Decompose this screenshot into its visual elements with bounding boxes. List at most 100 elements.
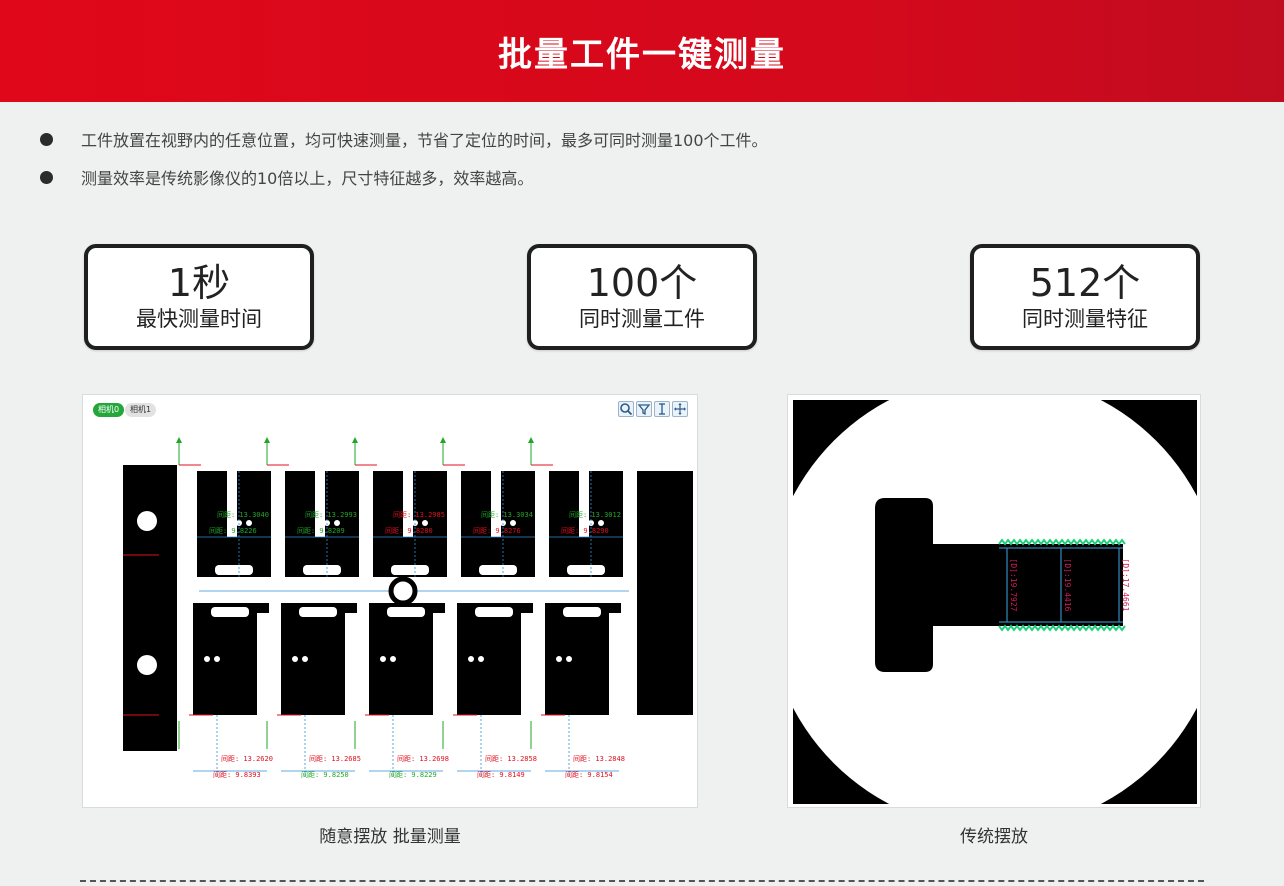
reference-ring [388, 576, 418, 606]
workpiece-hole [468, 656, 474, 662]
traditional-measure-view: [D]:19.7927 [D]:19.4416 [D]:17.4661 [787, 394, 1201, 808]
page-title: 批量工件一键测量 [498, 34, 786, 75]
stat-label: 同时测量工件 [579, 307, 705, 331]
workpiece-hole [246, 520, 252, 526]
workpiece-notch [475, 607, 513, 617]
distance-label: 间距: 9.8290 [561, 527, 609, 535]
bullet-icon [40, 170, 53, 184]
stat-card-parts-count: 100个 同时测量工件 [527, 244, 757, 350]
thread-edge-bottom [998, 624, 1126, 632]
stat-value: 1秒 [167, 261, 231, 305]
workpiece-hole [334, 520, 340, 526]
axis-arrow-head [176, 437, 182, 443]
workpiece-rail [123, 465, 177, 751]
camera-tab-1[interactable]: 相机1 [125, 403, 157, 417]
workpiece-notch [479, 565, 517, 575]
feature-list: 工件放置在视野内的任意位置，均可快速测量，节省了定位的时间，最多可同时测量100… [40, 126, 768, 202]
axis-arrow-head [352, 437, 358, 443]
rail-hole [137, 511, 157, 531]
distance-label: 间距: 13.2985 [393, 511, 445, 519]
zoom-icon[interactable] [618, 401, 634, 417]
distance-label: 间距: 13.3040 [217, 511, 269, 519]
distance-label: 间距: 13.3034 [481, 511, 533, 519]
feature-text: 工件放置在视野内的任意位置，均可快速测量，节省了定位的时间，最多可同时测量100… [81, 131, 768, 150]
workpiece-slot [403, 471, 413, 537]
feature-item: 测量效率是传统影像仪的10倍以上，尺寸特征越多，效率越高。 [40, 164, 768, 190]
workpiece-slot [345, 613, 357, 715]
stat-label: 同时测量特征 [1022, 307, 1148, 331]
dimension-lines [999, 547, 1123, 623]
workpiece-notch [387, 607, 425, 617]
screw-head [875, 498, 997, 672]
workpiece-slot [433, 613, 445, 715]
workpiece-partial [637, 471, 693, 715]
distance-label: 间距: 9.8154 [565, 771, 613, 779]
stat-value: 100个 [586, 261, 698, 305]
distance-label: 间距: 9.8276 [473, 527, 521, 535]
feature-text: 测量效率是传统影像仪的10倍以上，尺寸特征越多，效率越高。 [81, 169, 534, 188]
workpiece-slot [315, 471, 325, 537]
distance-label: 间距: 13.2858 [485, 755, 537, 763]
stat-card-feature-count: 512个 同时测量特征 [970, 244, 1200, 350]
camera-tab-0[interactable]: 相机0 [93, 403, 125, 417]
distance-label: 间距: 9.8393 [213, 771, 261, 779]
measurement-labels: 间距: 13.3040 间距: 9.8226 间距: 13.2620 间距: 9.83… [209, 511, 625, 779]
workpiece-slot [491, 471, 501, 537]
workpiece-hole [204, 656, 210, 662]
batch-view-caption: 随意摆放 批量测量 [319, 827, 461, 847]
stat-value: 512个 [1029, 261, 1141, 305]
workpiece-hole [292, 656, 298, 662]
header-banner: 批量工件一键测量 [0, 0, 1284, 102]
move-icon[interactable] [672, 401, 688, 417]
distance-label: 间距: 9.8250 [301, 771, 349, 779]
bullet-icon [40, 132, 53, 146]
measurement-overlay [123, 437, 629, 777]
section-divider [80, 880, 1204, 882]
workpiece-hole [566, 656, 572, 662]
distance-label: 间距: 9.8229 [389, 771, 437, 779]
screw-shank [997, 544, 1123, 626]
measure-icon[interactable] [654, 401, 670, 417]
stat-card-fastest-time: 1秒 最快测量时间 [84, 244, 314, 350]
rail-hole [137, 655, 157, 675]
distance-label: 间距: 13.2620 [221, 755, 273, 763]
workpiece-hole [380, 656, 386, 662]
traditional-measure-image: [D]:19.7927 [D]:19.4416 [D]:17.4661 [793, 400, 1197, 804]
distance-label: 间距: 13.2848 [573, 755, 625, 763]
workpiece-slot [227, 471, 237, 537]
workpiece-hole [302, 656, 308, 662]
workpiece-hole [556, 656, 562, 662]
workpiece-hole [478, 656, 484, 662]
dimension-label: [D]:19.7927 [1009, 559, 1018, 612]
feature-item: 工件放置在视野内的任意位置，均可快速测量，节省了定位的时间，最多可同时测量100… [40, 126, 768, 152]
axis-arrow-head [528, 437, 534, 443]
workpiece-notch [215, 565, 253, 575]
workpiece-notch [299, 607, 337, 617]
workpiece-notch [563, 607, 601, 617]
axis-arrow-head [440, 437, 446, 443]
distance-label: 间距: 9.8149 [477, 771, 525, 779]
workpiece-slot [579, 471, 589, 537]
distance-label: 间距: 13.2685 [309, 755, 361, 763]
stat-label: 最快测量时间 [136, 307, 262, 331]
axis-arrow-head [264, 437, 270, 443]
dimension-label: [D]:19.4416 [1063, 559, 1072, 612]
dimension-label: [D]:17.4661 [1121, 559, 1130, 612]
workpiece-hole [422, 520, 428, 526]
batch-measure-view: 相机0 相机1 间距: 13.3040 间距: 9.8226 间距: 13.2620… [82, 394, 698, 808]
traditional-view-caption: 传统摆放 [960, 827, 1028, 847]
workpiece-notch [211, 607, 249, 617]
distance-label: 间距: 13.2698 [397, 755, 449, 763]
distance-label: 间距: 9.8226 [209, 527, 257, 535]
distance-label: 间距: 9.8280 [385, 527, 433, 535]
workpiece-notch [391, 565, 429, 575]
workpiece-hole [214, 656, 220, 662]
workpiece-hole [390, 656, 396, 662]
workpiece-slot [609, 613, 621, 715]
workpiece-notch [303, 565, 341, 575]
distance-label: 间距: 13.2993 [305, 511, 357, 519]
distance-label: 间距: 13.3012 [569, 511, 621, 519]
workpiece-hole [598, 520, 604, 526]
workpiece-notch [567, 565, 605, 575]
filter-icon[interactable] [636, 401, 652, 417]
